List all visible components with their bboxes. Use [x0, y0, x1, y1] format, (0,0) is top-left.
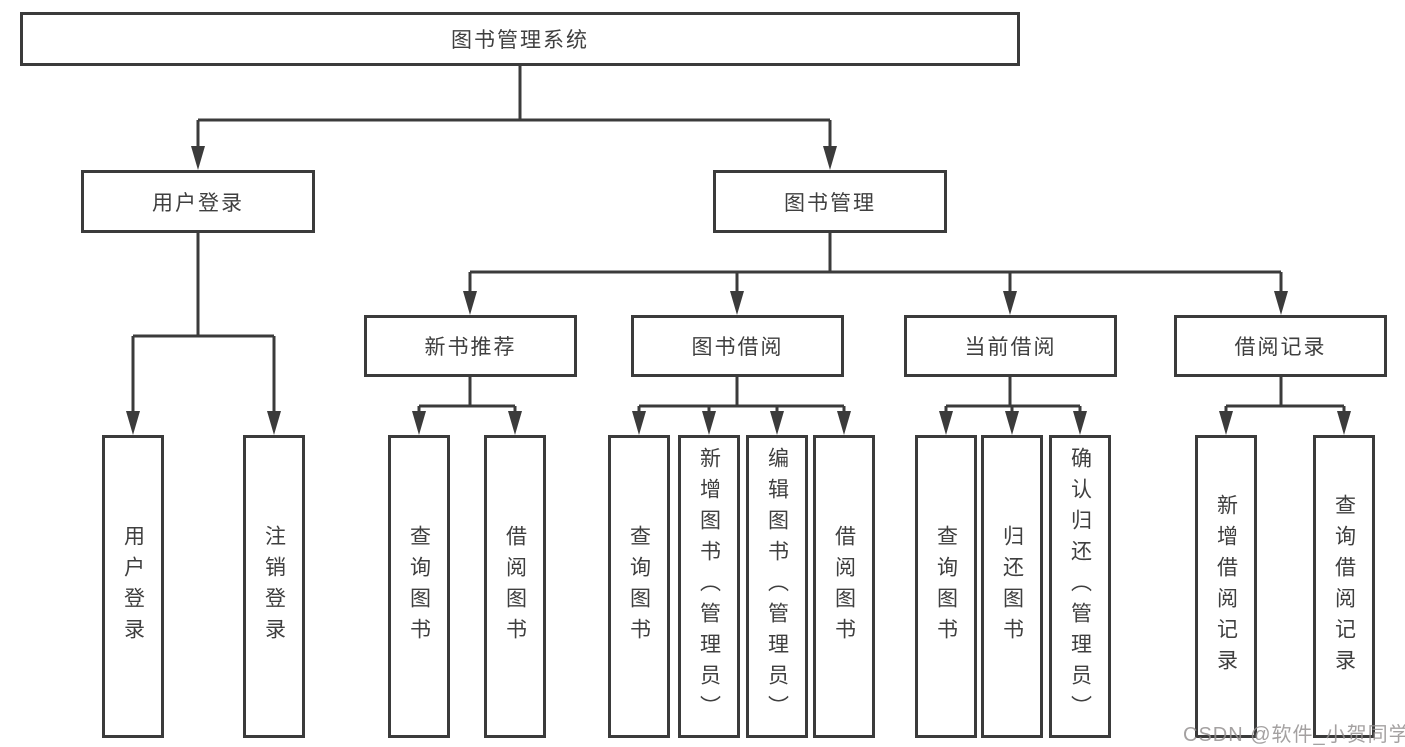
- node-label: 图书管理系统: [451, 29, 589, 52]
- node-label: 查询图书: [934, 524, 958, 649]
- leaf-query-books-current: 查询图书: [915, 435, 977, 738]
- node-label: 新增图书（管理员）: [697, 447, 721, 726]
- node-label: 注销登录: [262, 524, 286, 649]
- node-label: 新书推荐: [424, 336, 517, 359]
- leaf-borrow-books: 借阅图书: [813, 435, 875, 738]
- node-label: 图书管理: [784, 191, 876, 215]
- leaf-logout: 注销登录: [243, 435, 305, 738]
- node-label: 借阅记录: [1234, 336, 1327, 359]
- node-label: 确认归还（管理员）: [1068, 447, 1092, 726]
- node-user-login: 用户登录: [81, 170, 315, 233]
- node-root-library-system: 图书管理系统: [20, 12, 1020, 66]
- node-book-management: 图书管理: [713, 170, 947, 233]
- node-label: 编辑图书（管理员）: [765, 447, 789, 726]
- leaf-return-books: 归还图书: [981, 435, 1043, 738]
- node-label: 查询借阅记录: [1332, 493, 1356, 680]
- node-label: 查询图书: [627, 524, 651, 649]
- node-borrow-records: 借阅记录: [1174, 315, 1387, 377]
- node-label: 当前借阅: [964, 336, 1057, 359]
- leaf-add-books-admin: 新增图书（管理员）: [678, 435, 740, 738]
- leaf-query-books-recommend: 查询图书: [388, 435, 450, 738]
- leaf-confirm-return-admin: 确认归还（管理员）: [1049, 435, 1111, 738]
- csdn-watermark: CSDN @软件_小贺同学: [1183, 724, 1405, 746]
- leaf-user-login: 用户登录: [102, 435, 164, 738]
- leaf-query-books: 查询图书: [608, 435, 670, 738]
- node-new-book-recommend: 新书推荐: [364, 315, 577, 377]
- node-label: 归还图书: [1000, 524, 1024, 649]
- node-label: 用户登录: [121, 524, 145, 649]
- node-label: 图书借阅: [691, 336, 784, 359]
- node-label: 新增借阅记录: [1214, 493, 1238, 680]
- leaf-add-borrow-record: 新增借阅记录: [1195, 435, 1257, 738]
- leaf-query-borrow-record: 查询借阅记录: [1313, 435, 1375, 738]
- node-label: 借阅图书: [832, 524, 856, 649]
- node-book-borrow: 图书借阅: [631, 315, 844, 377]
- leaf-borrow-books-recommend: 借阅图书: [484, 435, 546, 738]
- node-label: 查询图书: [407, 524, 431, 649]
- node-label: 用户登录: [152, 191, 244, 215]
- leaf-edit-books-admin: 编辑图书（管理员）: [746, 435, 808, 738]
- node-label: 借阅图书: [503, 524, 527, 649]
- node-current-borrow: 当前借阅: [904, 315, 1117, 377]
